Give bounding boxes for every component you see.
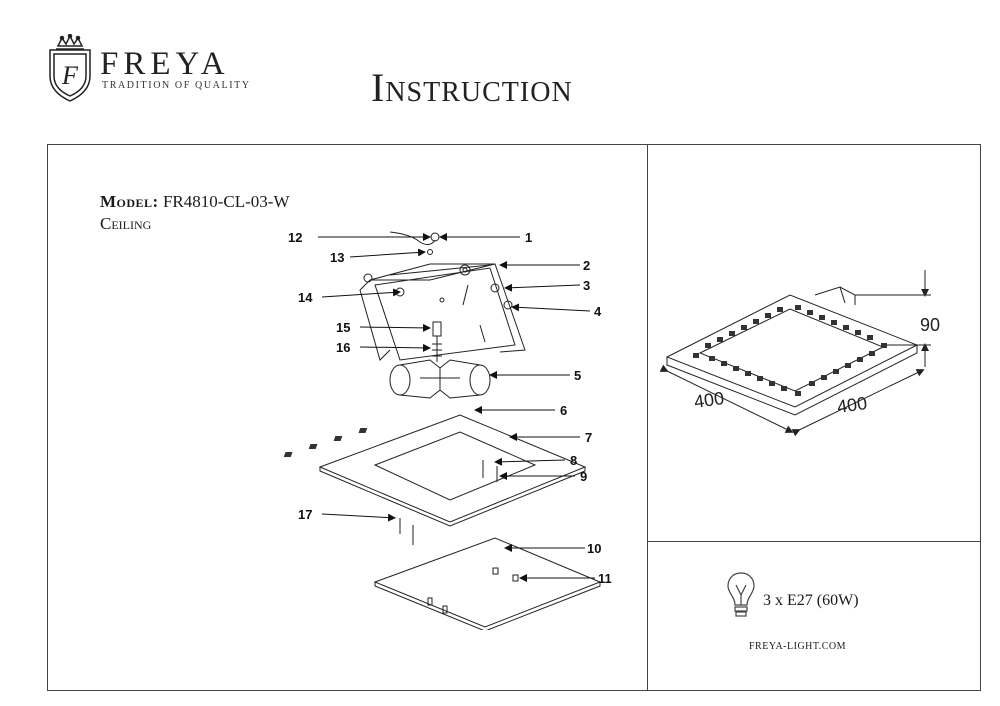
callout-5: 5 — [574, 368, 581, 383]
callout-2: 2 — [583, 258, 590, 273]
frame-squares — [283, 428, 368, 457]
callout-8: 8 — [570, 453, 577, 468]
content-frame — [47, 144, 981, 691]
website-link[interactable]: freya-light.com — [749, 641, 847, 652]
dim-depth: 400 — [836, 393, 869, 417]
light-bulb-icon — [727, 572, 755, 617]
exploded-diagram: 12 13 14 15 16 17 1 2 3 4 5 6 7 8 9 10 1… — [283, 230, 612, 630]
callout-6: 6 — [560, 403, 567, 418]
glass-panel — [373, 537, 602, 628]
horizontal-divider — [647, 541, 981, 542]
supply-wire — [389, 231, 436, 246]
crest-monogram: F — [61, 61, 79, 90]
callout-16: 16 — [336, 340, 350, 355]
callout-1: 1 — [525, 230, 532, 245]
brand-tagline: TRADITION OF QUALITY — [102, 80, 251, 91]
callout-3: 3 — [583, 278, 590, 293]
callout-17: 17 — [298, 507, 312, 522]
callout-7: 7 — [585, 430, 592, 445]
callout-9: 9 — [580, 469, 587, 484]
callout-11: 11 — [598, 571, 612, 586]
model-value: FR4810-CL-03-W — [162, 192, 290, 211]
brand-name: FREYA — [100, 46, 230, 82]
page-title: Instruction — [371, 65, 573, 110]
callout-15: 15 — [336, 320, 350, 335]
model-label: Model: — [100, 192, 159, 211]
dim-height: 90 — [920, 315, 940, 335]
model-row: Model: FR4810-CL-03-W — [100, 192, 290, 212]
crest-icon: F — [49, 34, 91, 102]
mount-type: Ceiling — [100, 214, 152, 233]
callout-4: 4 — [594, 304, 602, 319]
callout-13: 13 — [330, 250, 344, 265]
callout-12: 12 — [288, 230, 302, 245]
vertical-divider — [647, 144, 648, 691]
callout-10: 10 — [587, 541, 601, 556]
lamp-spec: 3 x E27 (60W) — [763, 592, 859, 609]
dim-width: 400 — [693, 388, 726, 412]
assembled-view: 90 400 400 — [659, 270, 940, 437]
callout-14: 14 — [298, 290, 313, 305]
